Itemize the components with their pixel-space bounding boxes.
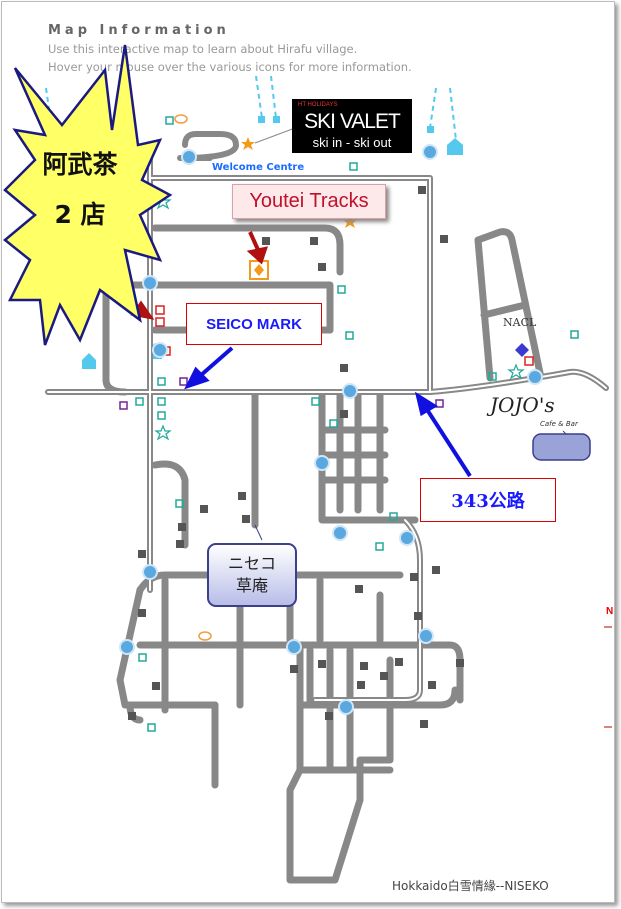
burst-line-2: 2 店: [54, 200, 106, 229]
niseko-soan-callout: ニセコ 草庵: [207, 543, 297, 607]
watermark: Hokkaido白雪情緣--NISEKO: [392, 879, 549, 893]
bus-stop-icons: [119, 144, 543, 715]
route-343-callout: 343公路: [420, 478, 556, 522]
ski-valet-sub: ski in - ski out: [312, 135, 392, 150]
main-roads: [45, 131, 609, 703]
map-title: Map Information: [48, 23, 230, 38]
blue-arrows: [184, 346, 472, 478]
ski-valet-main: SKI VALET: [304, 110, 401, 133]
ski-valet-logo[interactable]: HT HOLIDAYS SKI VALET ski in - ski out: [292, 99, 412, 153]
seico-mark-callout: SEICO MARK: [186, 303, 322, 345]
burst-line-1: 阿武茶: [42, 150, 118, 179]
abucha-2-label: 阿武茶 2 店: [20, 140, 140, 240]
welcome-centre-label[interactable]: Welcome Centre: [212, 162, 305, 173]
svg-text:N: N: [606, 606, 613, 617]
accommodation-icons: [128, 186, 464, 728]
ski-valet-star-icon: [241, 137, 255, 150]
jojos-logo[interactable]: JOJO's: [490, 393, 555, 417]
jojos-bubble: [532, 433, 591, 461]
edge-marks: [604, 626, 612, 728]
roads: [102, 224, 544, 884]
starburst-shape: [3, 44, 173, 346]
onsen-icons: [174, 114, 212, 641]
purple-icons: [119, 377, 444, 410]
youtei-tracks-callout: Youtei Tracks: [232, 184, 386, 219]
soan-line-1: ニセコ: [227, 554, 276, 573]
jojos-subtitle: Cafe & Bar: [540, 420, 578, 428]
diamond-icon: [515, 343, 529, 357]
ski-valet-top: HT HOLIDAYS: [298, 102, 338, 108]
ski-valet-pointer: [254, 127, 296, 144]
map-instructions-2: Hover your mouse over the various icons …: [48, 60, 412, 74]
soan-line-2: 草庵: [235, 576, 268, 595]
star-icon: [343, 215, 357, 228]
nacl-logo[interactable]: NACL: [503, 316, 537, 329]
